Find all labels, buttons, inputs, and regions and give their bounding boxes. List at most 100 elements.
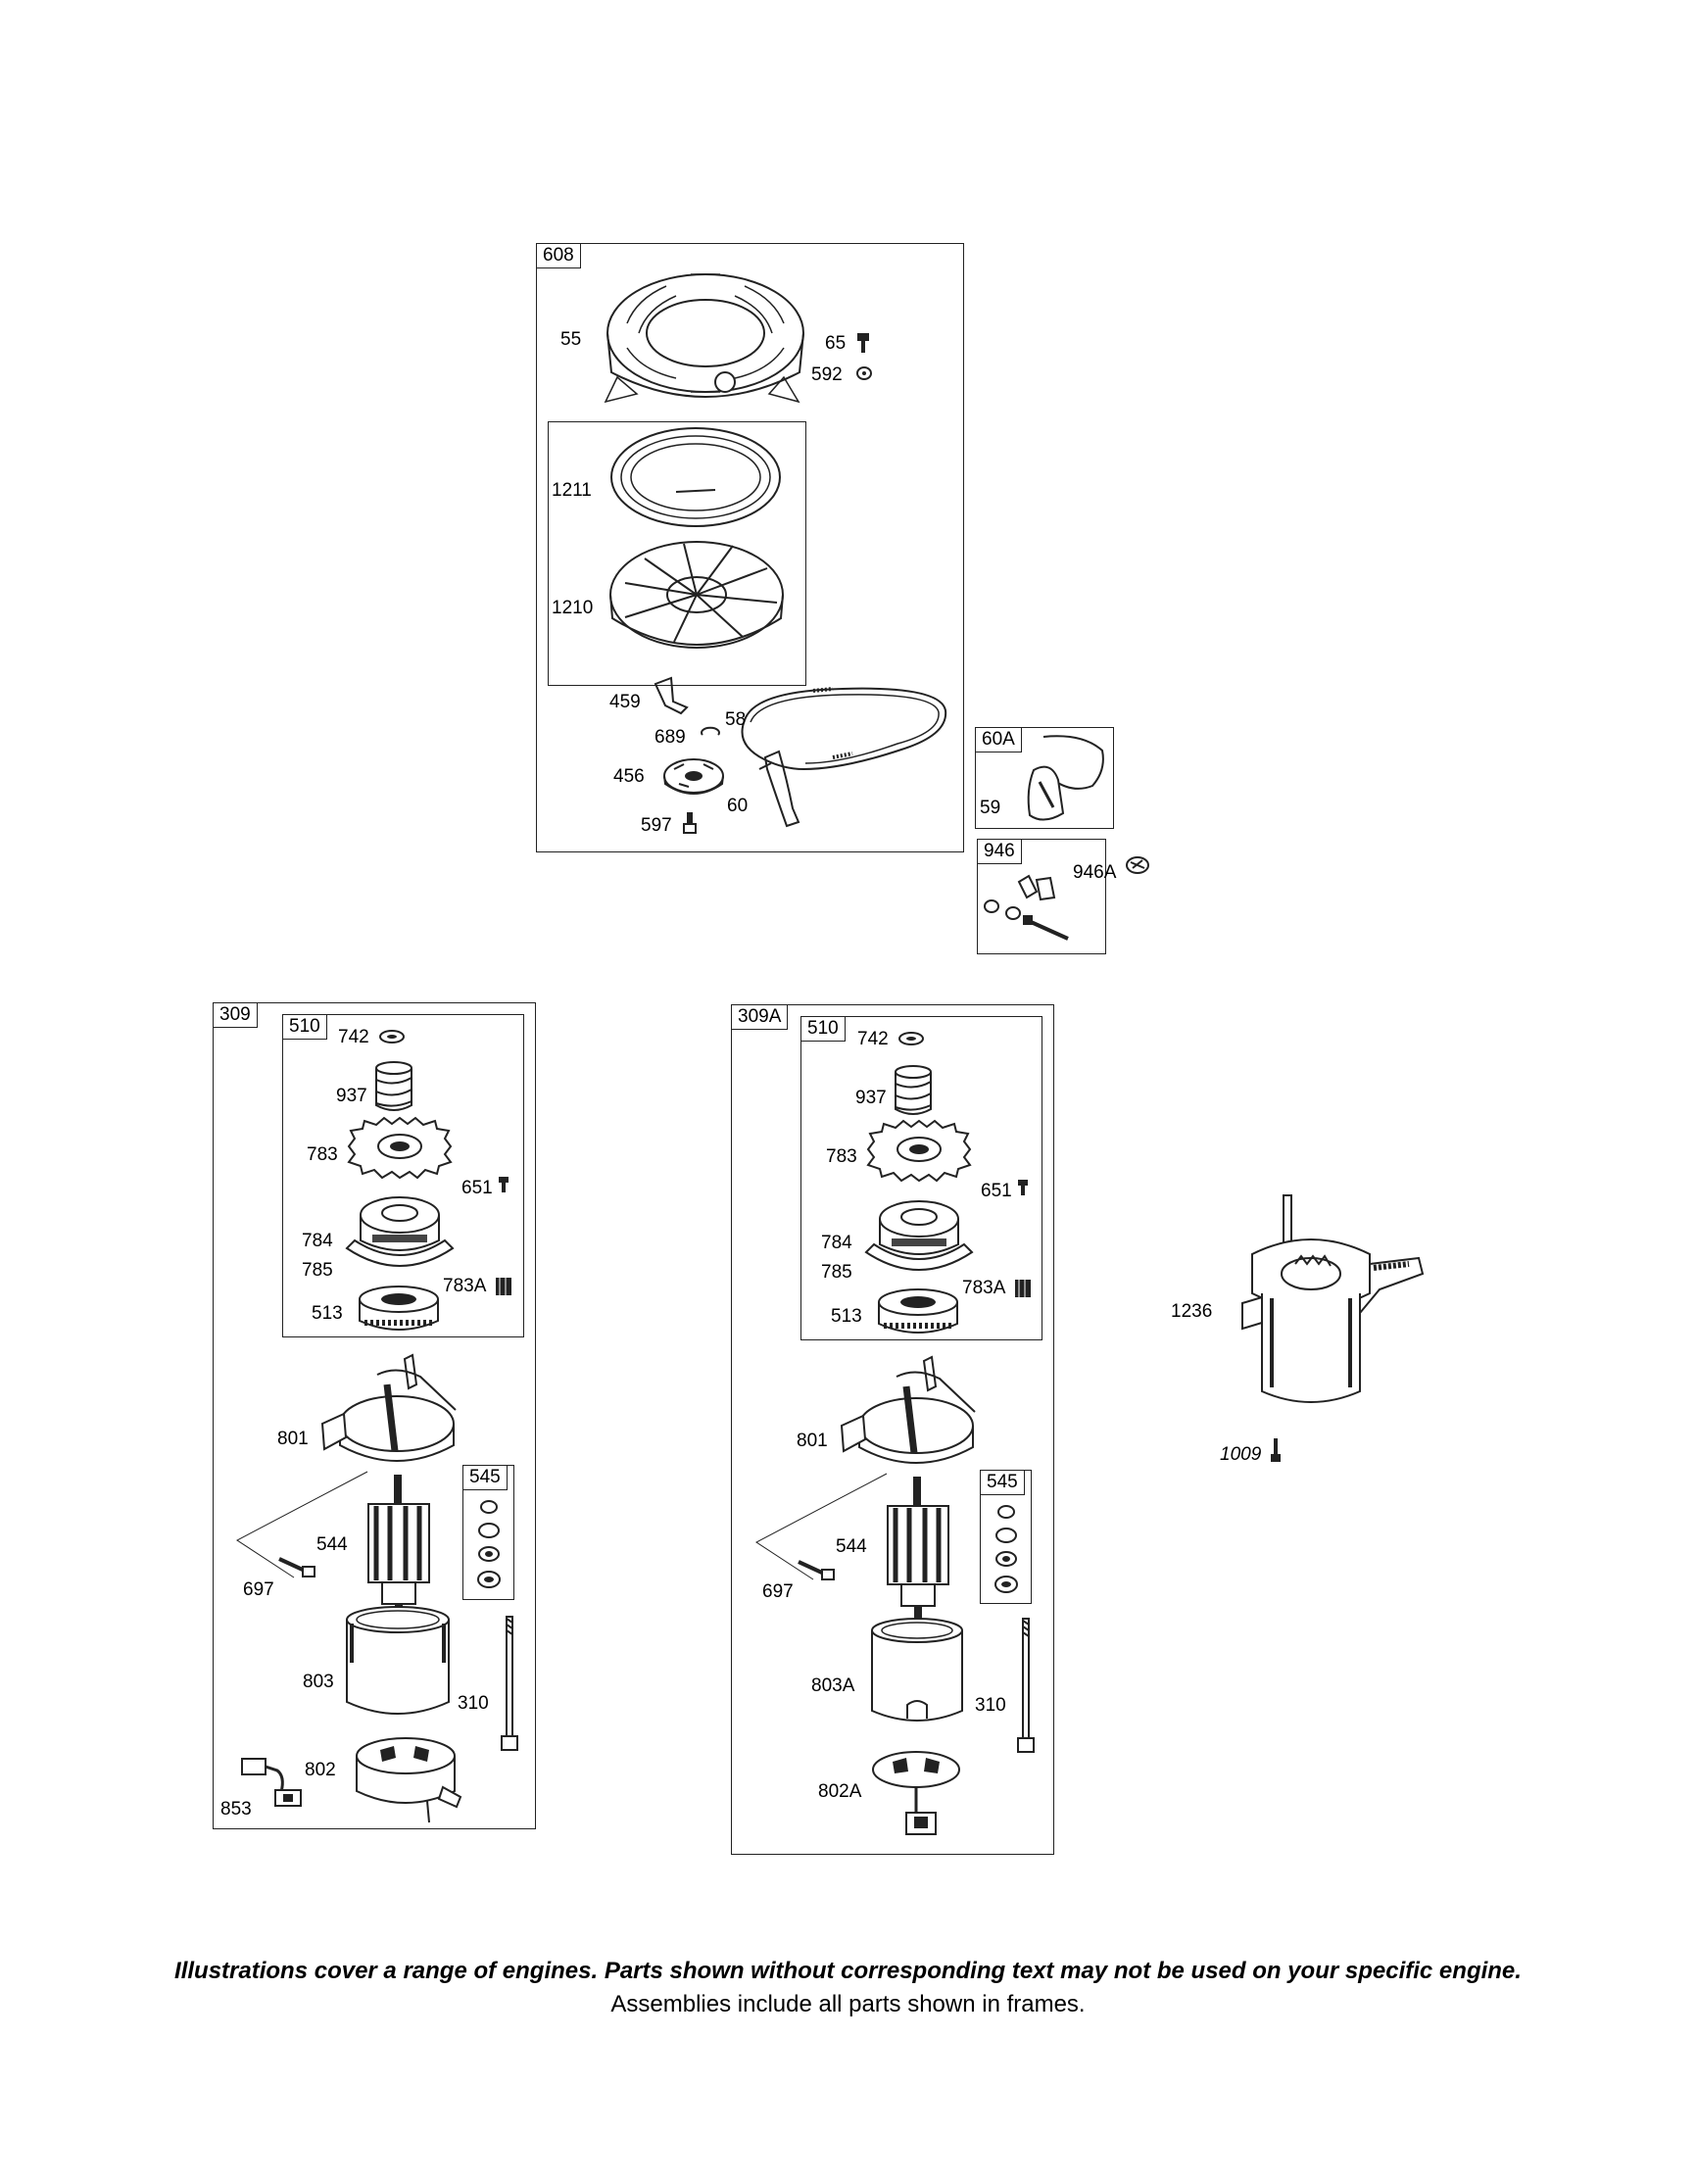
stop-nut-784-a-drawing <box>343 1193 457 1280</box>
thru-bolt-310-a-drawing <box>500 1617 521 1754</box>
clip-742-b-drawing <box>897 1031 925 1046</box>
gear-783-b-drawing <box>862 1120 976 1189</box>
footer-disclaimer: Illustrations cover a range of engines. … <box>174 1958 1522 1984</box>
label-513-a: 513 <box>312 1303 343 1324</box>
label-783A-b: 783A <box>962 1278 1006 1298</box>
label-1009: 1009 <box>1220 1444 1262 1465</box>
label-742-b: 742 <box>857 1029 889 1049</box>
pawl-459-drawing <box>652 676 691 715</box>
label-689: 689 <box>654 727 686 748</box>
label-513-b: 513 <box>831 1306 862 1327</box>
label-1236: 1236 <box>1171 1301 1213 1322</box>
nut-783A-b-drawing <box>1015 1280 1031 1297</box>
retainer-456-drawing <box>659 754 728 803</box>
label-592: 592 <box>811 364 843 385</box>
frame-60A <box>975 727 1114 829</box>
clip-742-a-drawing <box>378 1029 406 1044</box>
label-784-a: 784 <box>302 1231 333 1251</box>
leader-lines-b <box>754 1472 892 1589</box>
screw-1009-drawing <box>1271 1438 1281 1462</box>
handle-60-drawing <box>757 750 806 828</box>
frame-tag-545-b: 545 <box>980 1470 1025 1495</box>
frame-309A <box>731 1004 1054 1855</box>
label-801-b: 801 <box>797 1431 828 1451</box>
clip-946A-drawing <box>1125 854 1150 876</box>
label-65: 65 <box>825 333 847 354</box>
label-802A: 802A <box>818 1781 862 1802</box>
bolt-65-drawing <box>857 333 869 353</box>
frame-tag-608: 608 <box>536 243 581 268</box>
label-310-a: 310 <box>458 1693 489 1714</box>
label-459: 459 <box>609 692 641 712</box>
gear-783-a-drawing <box>343 1117 457 1186</box>
end-cap-802A-drawing <box>867 1744 965 1852</box>
handle-59-drawing <box>1004 731 1112 825</box>
label-853: 853 <box>220 1799 252 1820</box>
frame-tag-309: 309 <box>213 1002 258 1028</box>
nut-592-drawing <box>856 366 872 380</box>
housing-803-a-drawing <box>342 1604 454 1720</box>
label-803A: 803A <box>811 1675 855 1696</box>
connector-853-drawing <box>240 1757 309 1812</box>
label-784-b: 784 <box>821 1233 852 1253</box>
end-cap-801-a-drawing <box>318 1355 475 1482</box>
label-544-a: 544 <box>316 1534 348 1555</box>
label-651-b: 651 <box>981 1181 1012 1201</box>
frame-tag-545-a: 545 <box>462 1465 508 1490</box>
label-60: 60 <box>727 796 749 816</box>
screw-651-b-drawing <box>1018 1180 1028 1195</box>
frame-tag-60A: 60A <box>975 727 1022 752</box>
label-58: 58 <box>725 709 747 730</box>
frame-309 <box>213 1002 536 1829</box>
bolt-697-a-drawing <box>277 1555 316 1578</box>
label-55: 55 <box>560 329 582 350</box>
frame-tag-510-a: 510 <box>282 1014 327 1040</box>
frame-tag-309A: 309A <box>731 1004 789 1030</box>
label-803-a: 803 <box>303 1672 334 1692</box>
label-310-b: 310 <box>975 1695 1006 1716</box>
spring-937-b-drawing <box>892 1064 935 1117</box>
armature-544-b-drawing <box>874 1477 962 1622</box>
drive-513-a-drawing <box>355 1284 443 1338</box>
frame-510-b <box>800 1016 1042 1340</box>
stop-nut-784-b-drawing <box>862 1197 976 1284</box>
label-742-a: 742 <box>338 1027 369 1047</box>
label-946A: 946A <box>1073 862 1117 883</box>
starter-housing-drawing <box>598 265 813 421</box>
label-802-a: 802 <box>305 1760 336 1780</box>
label-651-a: 651 <box>461 1178 493 1198</box>
label-59: 59 <box>980 798 1001 818</box>
housing-803A-drawing <box>866 1617 968 1726</box>
bolt-697-b-drawing <box>797 1558 836 1581</box>
thru-bolt-310-b-drawing <box>1016 1619 1038 1756</box>
label-783-b: 783 <box>826 1146 857 1167</box>
label-597: 597 <box>641 815 672 836</box>
label-697-b: 697 <box>762 1581 794 1602</box>
label-1211: 1211 <box>552 480 592 501</box>
frame-510-a <box>282 1014 524 1337</box>
brush-kit-545-a-drawing <box>472 1499 506 1593</box>
screw-597-drawing <box>682 812 698 835</box>
end-cap-801-b-drawing <box>838 1357 994 1484</box>
leader-lines-a <box>235 1470 372 1587</box>
brush-kit-545-b-drawing <box>990 1504 1023 1598</box>
label-801-a: 801 <box>277 1429 309 1449</box>
label-937-a: 937 <box>336 1086 367 1106</box>
frame-tag-510-b: 510 <box>800 1016 846 1042</box>
frame-tag-946: 946 <box>977 839 1022 864</box>
rope-58-drawing <box>725 681 950 779</box>
screw-651-a-drawing <box>499 1177 509 1192</box>
frame-pulley-spring <box>548 421 806 686</box>
armature-544-a-drawing <box>355 1475 443 1620</box>
pulley-drawing <box>606 534 788 671</box>
spring-937-a-drawing <box>372 1060 415 1113</box>
frame-946 <box>977 839 1106 954</box>
label-937-b: 937 <box>855 1088 887 1108</box>
label-1210: 1210 <box>552 598 594 618</box>
label-544-b: 544 <box>836 1536 867 1557</box>
kit-946-drawing <box>980 862 1088 950</box>
assembly-1236-drawing <box>1213 1195 1429 1431</box>
label-785-a: 785 <box>302 1260 333 1281</box>
drive-513-b-drawing <box>874 1286 962 1341</box>
